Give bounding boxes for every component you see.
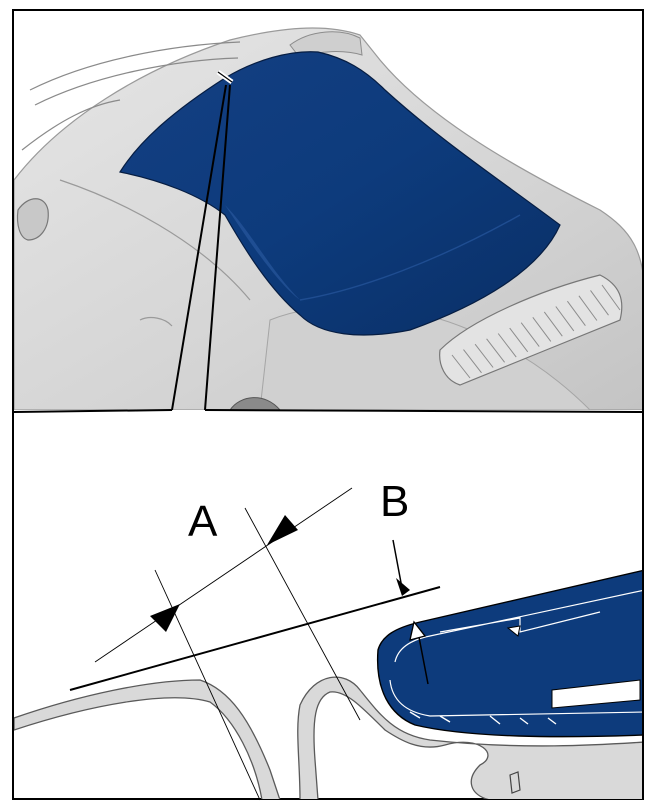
frame-bottom-detail: [409, 711, 557, 725]
windshield-frame: [21, 41, 241, 151]
callout-funnel: [171, 84, 231, 411]
detail-marker-outline: [217, 71, 233, 83]
side-mirror: [16, 198, 49, 241]
frame-inner-channel: [506, 625, 641, 709]
engine-grille: [439, 274, 623, 386]
panel-divider: [13, 409, 644, 413]
dimension-a-extension-2: [244, 507, 361, 721]
roof-highlight: [225, 205, 300, 300]
rear-window-outline: [299, 214, 521, 301]
body-panel-section: [14, 676, 642, 799]
dimension-a-line: [94, 487, 353, 663]
dimension-b-arrow-top: [396, 578, 410, 596]
dimension-b-leader-top: [392, 539, 403, 589]
label-a: A: [188, 497, 218, 546]
dimension-a-arrow-right: [267, 515, 298, 545]
frame-inner-profile: [389, 590, 642, 717]
car-overview-panel: [14, 27, 642, 410]
label-b: B: [380, 477, 409, 526]
reference-plane-line: [69, 586, 441, 691]
door-line: [59, 179, 251, 327]
dimension-a-arrow-left: [150, 604, 180, 632]
dimension-b-leader-bottom: [417, 631, 429, 685]
body-slot: [509, 771, 521, 794]
detail-panel: [14, 569, 642, 799]
dimension-b-arrow-bottom: [409, 620, 427, 641]
wheel-hint: [229, 397, 281, 410]
convertible-roof: [119, 51, 561, 336]
